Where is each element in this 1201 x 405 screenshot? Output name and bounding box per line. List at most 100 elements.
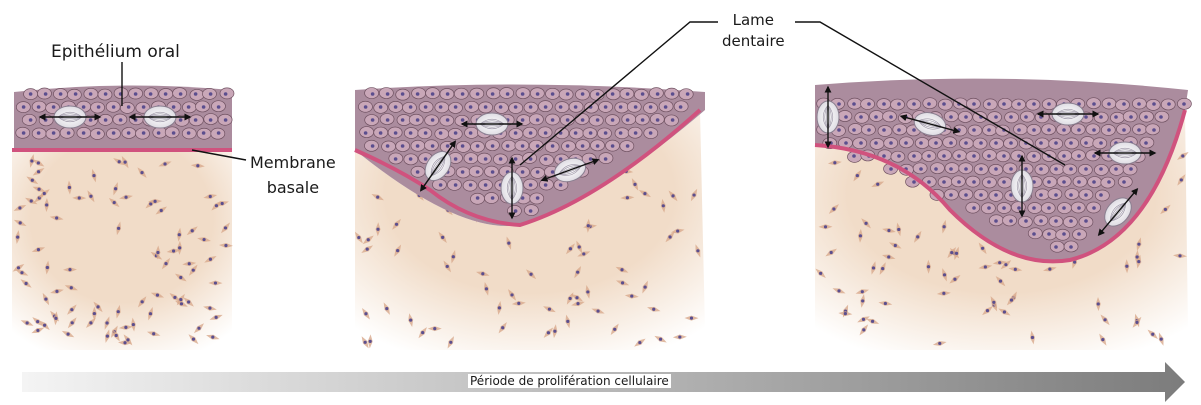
fibroblast-nucleus: [1135, 321, 1138, 324]
cell-nucleus: [1039, 141, 1043, 145]
fibroblast-nucleus: [192, 338, 195, 341]
fibroblast-nucleus: [209, 195, 212, 198]
cell-nucleus: [596, 92, 600, 96]
fibroblast-nucleus: [844, 312, 847, 315]
cell-nucleus: [919, 141, 923, 145]
cell-nucleus: [1122, 102, 1126, 106]
fibroblast-nucleus: [582, 252, 585, 255]
fibroblast-nucleus: [45, 203, 48, 206]
fibroblast-nucleus: [54, 317, 57, 320]
cell-nucleus: [852, 128, 856, 132]
cell-nucleus: [1077, 232, 1081, 236]
cell-nucleus: [927, 180, 931, 184]
cell-nucleus: [416, 118, 420, 122]
fibroblast-nucleus: [449, 341, 452, 344]
cell-nucleus: [972, 154, 976, 158]
fibroblast-nucleus: [620, 268, 623, 271]
cell-nucleus: [1009, 219, 1013, 223]
cell-nucleus: [187, 131, 191, 135]
cell-nucleus: [394, 105, 398, 109]
cell-nucleus: [431, 144, 435, 148]
cell-nucleus: [897, 154, 901, 158]
cell-nucleus: [209, 118, 213, 122]
cell-nucleus: [994, 219, 998, 223]
fibroblast-nucleus: [385, 307, 388, 310]
fibroblast-nucleus: [93, 312, 96, 315]
fibroblast-nucleus: [953, 278, 956, 281]
cell-nucleus: [529, 183, 533, 187]
cell-nucleus: [476, 170, 480, 174]
fibroblast-nucleus: [364, 312, 367, 315]
cell-nucleus: [1077, 154, 1081, 158]
cell-nucleus: [882, 102, 886, 106]
fibroblast-nucleus: [366, 248, 369, 251]
cell-nucleus: [942, 180, 946, 184]
cell-nucleus: [476, 92, 480, 96]
cell-nucleus: [194, 118, 198, 122]
cell-nucleus: [581, 92, 585, 96]
cell-nucleus: [972, 102, 976, 106]
cell-nucleus: [1032, 102, 1036, 106]
fibroblast-nucleus: [26, 321, 29, 324]
fibroblast-nucleus: [187, 300, 190, 303]
fibroblast-nucleus: [172, 249, 175, 252]
cell-nucleus: [1054, 141, 1058, 145]
cell-nucleus: [1002, 206, 1006, 210]
cell-nucleus: [904, 141, 908, 145]
fibroblast-nucleus: [1137, 260, 1140, 263]
cell-nucleus: [469, 105, 473, 109]
fibroblast-nucleus: [46, 266, 49, 269]
fibroblast-nucleus: [36, 320, 39, 323]
fibroblast-nucleus: [214, 281, 217, 284]
fibroblast-nucleus: [981, 247, 984, 250]
cell-nucleus: [1032, 232, 1036, 236]
cell-nucleus: [604, 131, 608, 135]
fibroblast-nucleus: [862, 318, 865, 321]
fibroblast-nucleus: [152, 332, 155, 335]
cell-nucleus: [942, 154, 946, 158]
cell-nucleus: [89, 118, 93, 122]
fibroblast-nucleus: [55, 216, 58, 219]
cell-nucleus: [142, 105, 146, 109]
cell-nucleus: [551, 92, 555, 96]
cell-nucleus: [1002, 180, 1006, 184]
cell-nucleus: [536, 118, 540, 122]
proliferation-period-label: Période de prolifération cellulaire: [468, 374, 671, 388]
cell-nucleus: [957, 154, 961, 158]
fibroblast-nucleus: [999, 280, 1002, 283]
fibroblast-nucleus: [696, 249, 699, 252]
fibroblast-nucleus: [30, 199, 33, 202]
fibroblast-nucleus: [196, 164, 199, 167]
cell-nucleus: [1047, 206, 1051, 210]
fibroblast-nucleus: [43, 324, 46, 327]
cell-nucleus: [1084, 219, 1088, 223]
fibroblast-nucleus: [859, 234, 862, 237]
fibroblast-nucleus: [1048, 268, 1051, 271]
cell-nucleus: [972, 128, 976, 132]
cell-nucleus: [127, 131, 131, 135]
cell-nucleus: [1017, 128, 1021, 132]
cell-nucleus: [889, 115, 893, 119]
cell-nucleus: [202, 131, 206, 135]
fibroblast-nucleus: [950, 251, 953, 254]
cell-nucleus: [37, 131, 41, 135]
fibroblast-nucleus: [955, 252, 958, 255]
cell-nucleus: [364, 131, 368, 135]
cell-nucleus: [172, 131, 176, 135]
cell-nucleus: [874, 141, 878, 145]
fibroblast-nucleus: [114, 187, 117, 190]
fibroblast-nucleus: [887, 229, 890, 232]
cell-nucleus: [461, 170, 465, 174]
cell-nucleus: [194, 92, 198, 96]
cell-nucleus: [52, 131, 56, 135]
cell-nucleus: [461, 92, 465, 96]
fibroblast-nucleus: [832, 207, 835, 210]
cell-nucleus: [164, 92, 168, 96]
cell-nucleus: [897, 102, 901, 106]
fibroblast-nucleus: [89, 195, 92, 198]
cell-nucleus: [1069, 141, 1073, 145]
cell-nucleus: [1099, 115, 1103, 119]
fibroblast-nucleus: [894, 244, 897, 247]
fibroblast-nucleus: [485, 287, 488, 290]
cell-nucleus: [1062, 232, 1066, 236]
